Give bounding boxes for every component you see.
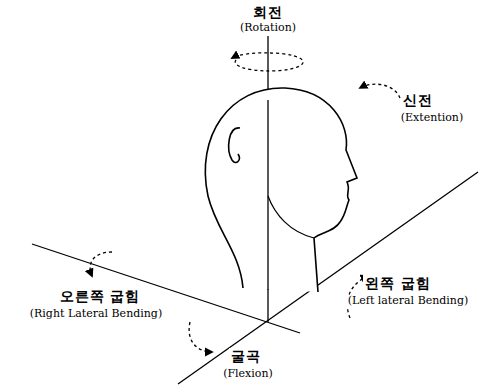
axis-label: 회전	[251, 4, 285, 20]
axis-label-english: (Left lateral Bending)	[346, 295, 471, 308]
jaw-line	[268, 196, 314, 238]
head-outline	[205, 88, 357, 292]
axis-label-english: (Rotation)	[238, 22, 298, 35]
axis-label: 신전	[401, 92, 435, 108]
vertical-axis	[267, 36, 268, 322]
rotation-arrow	[232, 53, 303, 71]
axis-label: 굴곡	[229, 348, 263, 364]
axis-label: 오른쪽 굽힘	[58, 288, 143, 304]
vertical-axis-over-head	[267, 100, 268, 290]
axis-label-english: (Flexion)	[221, 368, 275, 381]
axis-label-english: (Right Lateral Bending)	[28, 308, 164, 321]
axis-label: 왼쪽 굽힘	[363, 275, 433, 291]
extension-arrow	[360, 84, 400, 98]
flexion-arrow	[189, 322, 212, 352]
ear	[229, 128, 240, 163]
axis-label-english: (Extention)	[399, 112, 465, 125]
right-bending-arrow	[90, 252, 112, 276]
